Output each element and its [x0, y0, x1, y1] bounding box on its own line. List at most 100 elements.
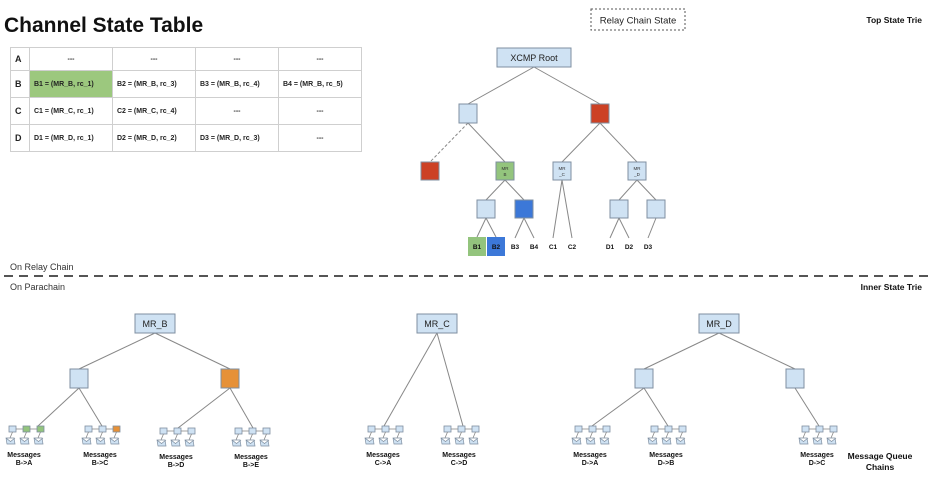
message-icon — [647, 437, 658, 445]
queue-node — [248, 427, 257, 435]
mr-d-label-1: MR — [634, 166, 642, 171]
message-queue-chains-label-2: Chains — [866, 462, 895, 472]
messages-route: C->A — [375, 460, 392, 467]
message-icon — [259, 439, 270, 447]
message-icon — [826, 437, 837, 445]
inner-root-mr-c — [416, 313, 458, 334]
table-row: D D1 = (MR_D, rc_1) D2 = (MR_D, rc_2) D3… — [10, 124, 362, 152]
on-relay-chain-label: On Relay Chain — [10, 262, 74, 272]
mr-b-label-1: MR — [502, 166, 510, 171]
queue-stem — [679, 431, 683, 439]
message-icon — [184, 439, 195, 447]
table-cell: --- — [195, 97, 279, 125]
mr-b-node — [495, 161, 515, 181]
queue-node — [443, 425, 452, 433]
messages-route: B->C — [92, 460, 109, 467]
trie-node-red — [590, 103, 610, 124]
leaf-label: B1 — [473, 244, 482, 251]
queue-stem — [249, 433, 253, 441]
queue-node — [829, 425, 838, 433]
leaf-b1-box — [468, 237, 486, 256]
messages-label: Messages — [366, 452, 400, 459]
queue-stem — [160, 433, 164, 441]
queue-node — [471, 425, 480, 433]
queue-stem — [589, 431, 593, 439]
message-icon — [109, 437, 120, 445]
trie-node-orange — [220, 368, 240, 389]
relay-chain-state-box — [590, 8, 686, 31]
trie-node — [69, 368, 89, 389]
queue-stem — [651, 431, 655, 439]
messages-label: Messages — [573, 452, 607, 459]
queue-stem — [99, 431, 103, 439]
inner-trie-edges — [37, 332, 820, 429]
page-title: Channel State Table — [4, 14, 204, 37]
leaf-label: D1 — [606, 244, 615, 251]
mr-b-label-2: B — [503, 172, 506, 177]
messages-label: Messages — [649, 452, 683, 459]
messages-label: Messages — [159, 454, 193, 461]
table-row: A --- --- --- --- — [10, 47, 362, 71]
inner-root-label: MR_D — [706, 319, 732, 329]
queue-node — [650, 425, 659, 433]
message-queue-chains-label-1: Message Queue — [848, 451, 913, 461]
table-cell: --- — [195, 47, 279, 71]
queue-node — [381, 425, 390, 433]
inner-root-mr-d — [698, 313, 740, 334]
top-state-trie-label: Top State Trie — [866, 15, 922, 25]
message-icon — [245, 439, 256, 447]
queue-node — [457, 425, 466, 433]
trie-node-red — [420, 161, 440, 181]
table-cell: --- — [278, 124, 362, 152]
message-icon — [364, 437, 375, 445]
messages-route: D->A — [582, 460, 599, 467]
message-icon — [156, 439, 167, 447]
queue-node — [8, 425, 17, 433]
queue-node — [22, 425, 31, 433]
trie-node — [476, 199, 496, 219]
queue-node — [84, 425, 93, 433]
message-icon — [81, 437, 92, 445]
queue-stem — [188, 433, 192, 441]
leaf-label: D2 — [625, 244, 634, 251]
message-icon — [571, 437, 582, 445]
queue-node — [173, 427, 182, 435]
message-icon — [468, 437, 479, 445]
queue-node — [367, 425, 376, 433]
message-icon — [440, 437, 451, 445]
leaf-label: B4 — [530, 244, 539, 251]
table-cell: C2 = (MR_C, rc_4) — [112, 97, 196, 125]
queue-node — [187, 427, 196, 435]
queue-stem — [113, 431, 117, 439]
message-icon — [5, 437, 16, 445]
table-cell: D3 = (MR_D, rc_3) — [195, 124, 279, 152]
queue-stem — [235, 433, 239, 441]
messages-label: Messages — [800, 452, 834, 459]
mr-d-label-2: _D — [633, 172, 641, 177]
queue-node — [395, 425, 404, 433]
trie-node — [609, 199, 629, 219]
inner-root-label: MR_C — [424, 319, 450, 329]
queue-stem — [603, 431, 607, 439]
queue-stem — [575, 431, 579, 439]
queue-stem — [830, 431, 834, 439]
queue-stem — [174, 433, 178, 441]
mr-c-label-1: MR — [559, 166, 567, 171]
table-cell: --- — [278, 47, 362, 71]
message-icon — [170, 439, 181, 447]
messages-route: C->D — [451, 460, 468, 467]
queue-node — [588, 425, 597, 433]
mr-c-node — [552, 161, 572, 181]
messages-route: B->A — [16, 460, 33, 467]
queue-node — [678, 425, 687, 433]
messages-label: Messages — [234, 454, 268, 461]
xcmp-root-node — [496, 47, 572, 68]
queue-stem — [816, 431, 820, 439]
queue-stem — [396, 431, 400, 439]
leaf-label: D3 — [644, 244, 653, 251]
leaf-label: B2 — [492, 244, 501, 251]
xcmp-root-label: XCMP Root — [510, 53, 558, 63]
queue-stem — [263, 433, 267, 441]
messages-label: Messages — [442, 452, 476, 459]
